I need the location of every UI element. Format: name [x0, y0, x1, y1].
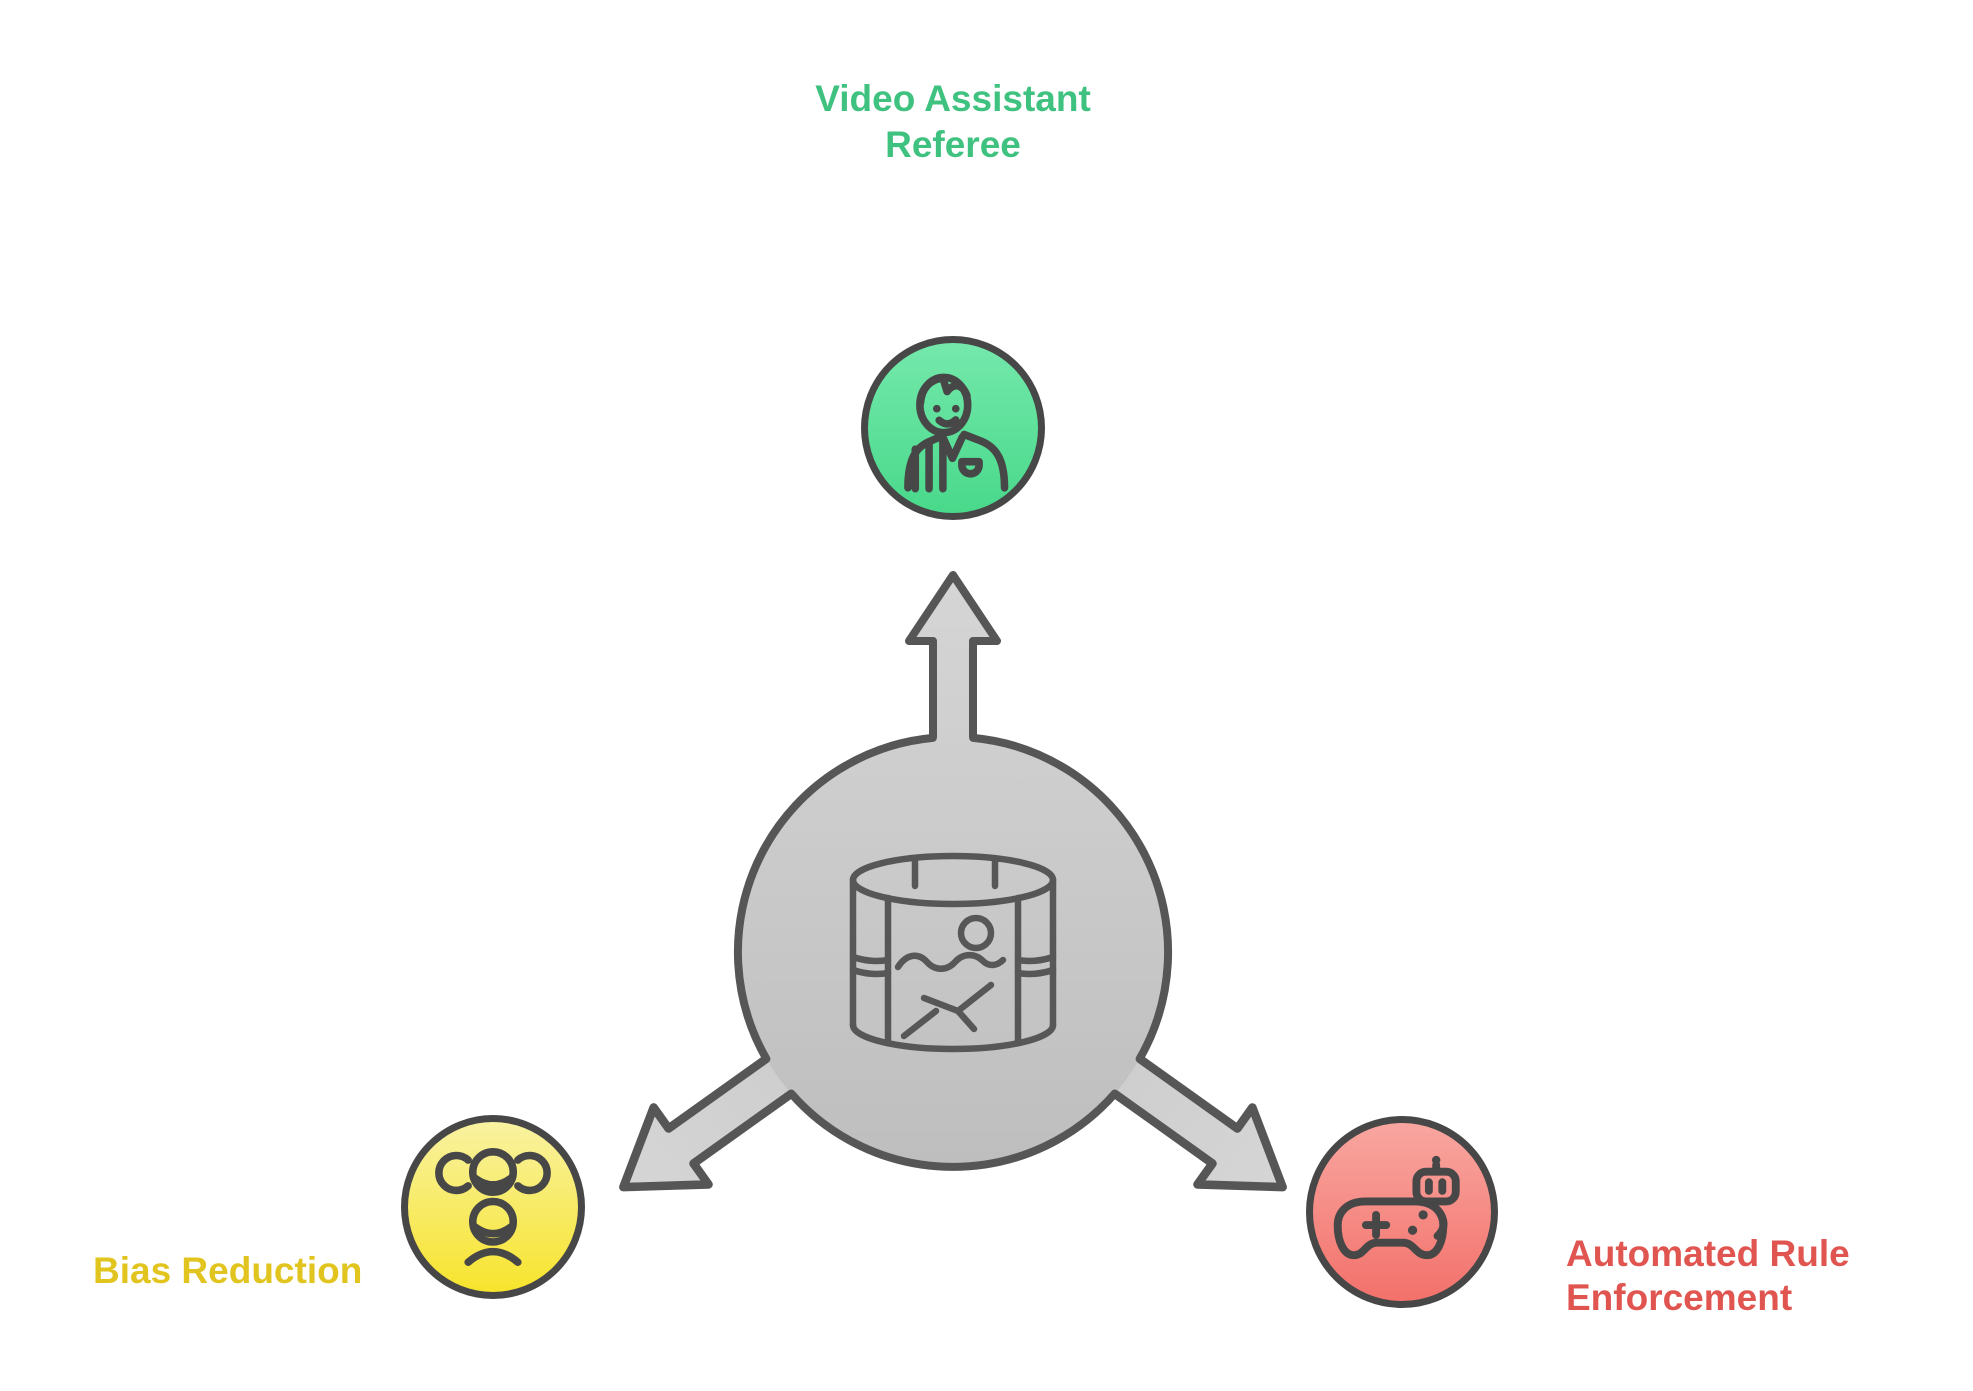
hub-up-arrow: [909, 575, 997, 757]
group-faces-icon: [435, 1148, 551, 1266]
node-video-assistant-referee: [861, 336, 1045, 520]
label-video-assistant-referee: Video Assistant Referee: [815, 78, 1091, 165]
sports-video-cylinder-icon: [849, 852, 1057, 1053]
hub-graphic: [563, 542, 1343, 1202]
node-automated-rule-enforcement: [1306, 1116, 1498, 1308]
hub-circle-outline: [733, 733, 1173, 1171]
hub-circle: [738, 737, 1168, 1167]
referee-icon: [904, 373, 1009, 493]
robot-gamepad-icon: [1333, 1155, 1460, 1260]
label-automated-rule-enforcement: Automated Rule Enforcement: [1566, 1233, 1850, 1318]
runner-icon: [894, 914, 1007, 1040]
label-bias-reduction: Bias Reduction: [93, 1250, 363, 1291]
node-bias-reduction: [401, 1115, 585, 1299]
